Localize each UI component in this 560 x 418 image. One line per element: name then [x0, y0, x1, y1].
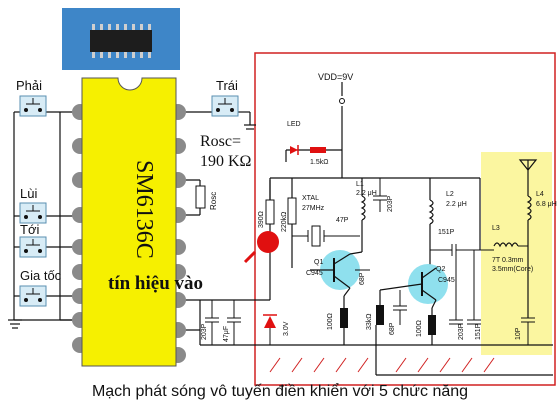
svg-text:203P: 203P [201, 323, 208, 340]
diagram-caption: Mạch phát sóng vô tuyến điền khiển với 5… [91, 383, 469, 400]
button-phai[interactable]: Phải [16, 78, 47, 117]
transistor-q1 [310, 250, 363, 297]
svg-text:33kΩ: 33kΩ [366, 313, 373, 330]
svg-text:151P: 151P [438, 229, 455, 236]
inductor-l3 [493, 242, 528, 248]
crystal [292, 225, 360, 247]
rosc-label-line1: Rosc= [200, 133, 241, 150]
signal-probe [243, 231, 279, 264]
svg-text:220kΩ: 220kΩ [281, 212, 288, 232]
q1-type: C945 [306, 270, 323, 277]
q2-type: C945 [438, 277, 455, 284]
ground-rail [255, 325, 553, 376]
ground-hatching [269, 357, 495, 373]
antenna-zone [481, 152, 552, 355]
cap-68p-b: 68P [389, 290, 407, 335]
xtal-label: XTAL [302, 195, 319, 202]
inductor-l4 [526, 178, 532, 318]
l2-label: L2 [446, 191, 454, 198]
cap-151p-b: 151P [467, 250, 482, 340]
chip-photo [62, 8, 180, 70]
button-label-lui: Lùi [20, 186, 37, 201]
l1-label: L1 [356, 181, 364, 188]
svg-text:47μF: 47μF [223, 326, 230, 342]
svg-text:3.0V: 3.0V [283, 321, 290, 336]
antenna-icon [518, 159, 538, 178]
r-led-label: 1.5kΩ [310, 159, 328, 166]
l4-label: L4 [536, 191, 544, 198]
rf-section-frame [254, 52, 556, 386]
l1-value: 2.2 μH [356, 190, 377, 197]
button-toi[interactable]: Tới [19, 222, 47, 258]
sm6136c-ic: SM6136C [72, 77, 186, 367]
button-lui[interactable]: Lùi [19, 186, 47, 224]
cap-203p-b: 203P [449, 250, 465, 340]
resistor-390: 390Ω [258, 199, 275, 228]
svg-text:68P: 68P [389, 322, 396, 335]
resistor-100-a: 100Ω [327, 296, 348, 345]
button-gia-toc[interactable]: Gia tốc [19, 268, 62, 307]
button-label-phai: Phải [16, 78, 42, 93]
power-wiring [269, 82, 481, 250]
svg-text:68P: 68P [359, 272, 366, 285]
ic-label: SM6136C [131, 160, 157, 259]
svg-text:100Ω: 100Ω [327, 313, 334, 330]
svg-text:10P: 10P [515, 327, 522, 340]
svg-text:100Ω: 100Ω [416, 320, 423, 337]
button-trai[interactable]: Trái [211, 78, 239, 117]
cap-47uf: 47μF [223, 300, 241, 345]
cap-10p: 10P [515, 317, 535, 345]
rosc-label-line2: 190 KΩ [200, 153, 252, 170]
signal-input-label: tín hiệu vào [108, 273, 203, 294]
inductor-l2 [428, 199, 434, 270]
rosc-resistor: Rosc [195, 185, 218, 210]
transistor-q2 [379, 264, 448, 309]
xtal-freq-label: 27MHz [302, 205, 325, 212]
l3-value: 7T 0.3mm [492, 257, 524, 264]
button-label-toi: Tới [20, 222, 39, 237]
inductor-l1 [360, 195, 366, 252]
l2-value: 2.2 μH [446, 201, 467, 208]
svg-text:390Ω: 390Ω [258, 211, 265, 228]
button-label-gia-toc: Gia tốc [20, 268, 62, 283]
led [290, 145, 326, 155]
resistor-33k: 33kΩ [366, 290, 384, 330]
vdd-label: VDD=9V [318, 72, 353, 82]
power-switch[interactable] [339, 98, 345, 104]
l3-label: L3 [492, 225, 500, 232]
svg-text:203P: 203P [387, 195, 394, 212]
l3-core: 3.5mm(Core) [492, 266, 533, 273]
svg-text:Rosc: Rosc [209, 192, 218, 210]
l4-value: 6.8 μH [536, 201, 557, 208]
c47p-label: 47P [336, 217, 349, 224]
button-label-trai: Trái [216, 78, 238, 93]
cap-203p-top: 203P [373, 178, 394, 212]
svg-text:151P: 151P [475, 323, 482, 340]
cap-68p-a: 68P [355, 269, 370, 285]
zener-diode: 3.0V [263, 314, 290, 345]
resistor-220k: 220kΩ [281, 197, 297, 268]
q2-label: Q2 [436, 266, 445, 273]
cap-203p-left: 203P [201, 300, 219, 345]
q1-label: Q1 [314, 259, 323, 266]
svg-text:203P: 203P [458, 323, 465, 340]
resistor-100-b: 100Ω [416, 308, 436, 345]
led-label: LED [287, 121, 301, 128]
